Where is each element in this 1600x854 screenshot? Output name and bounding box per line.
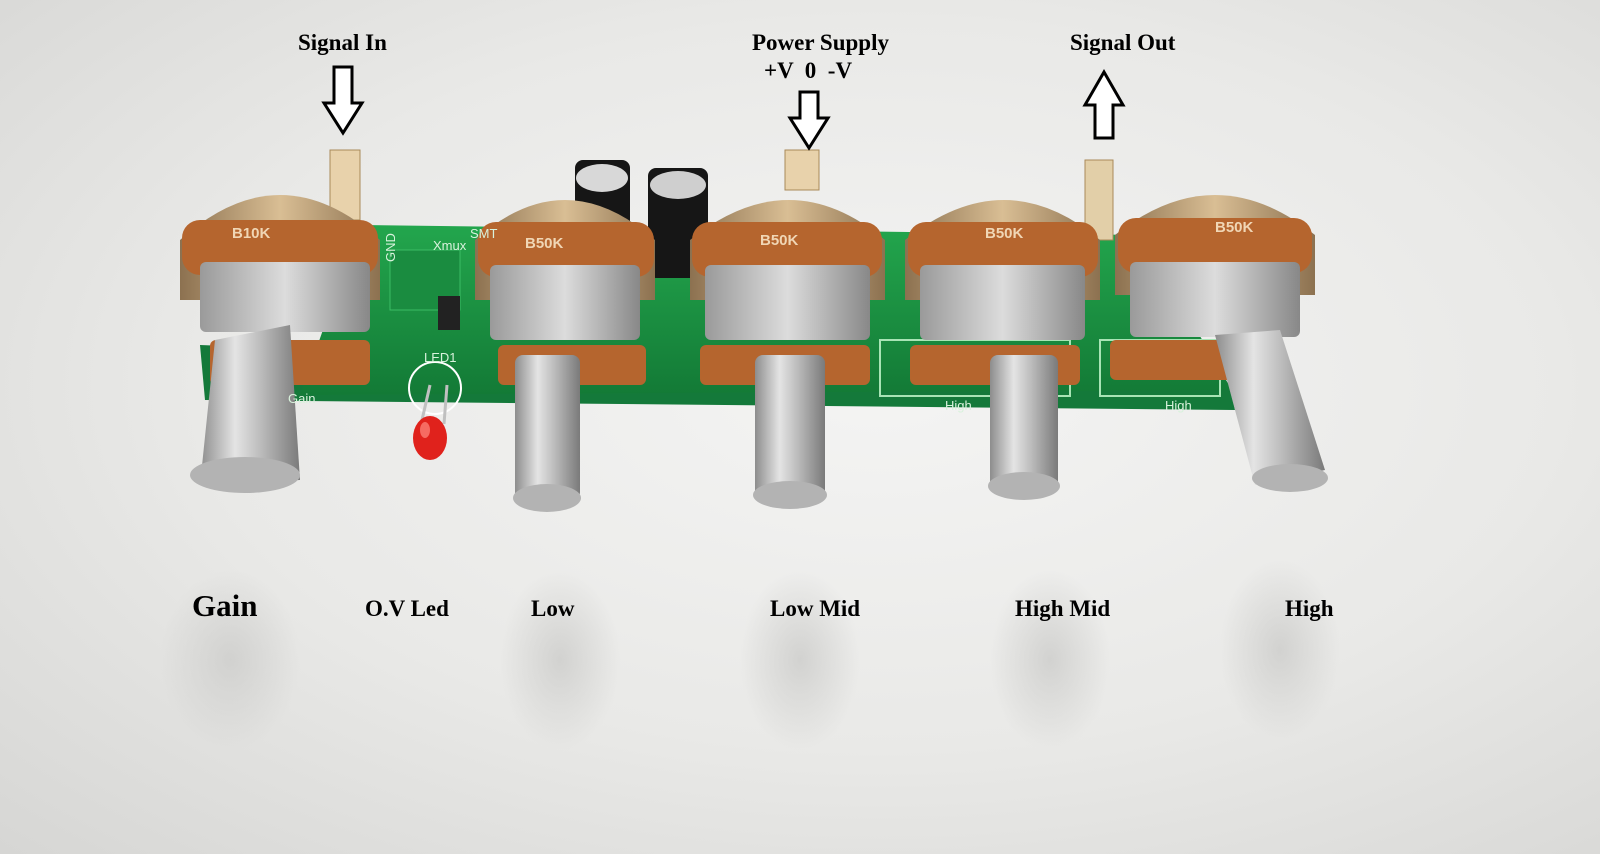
arrow-down-power-icon	[787, 90, 831, 151]
gain-label: Gain	[192, 588, 258, 623]
low-mid-label: Low Mid	[770, 596, 861, 621]
silk-gain: Gain	[288, 391, 315, 406]
connectors	[329, 149, 1114, 241]
silk-smt: SMT	[470, 226, 498, 241]
led-component	[408, 361, 462, 460]
pot-marking-gain: B10K	[232, 225, 271, 242]
arrow-up-signal-out-icon	[1082, 68, 1126, 140]
high-label: High	[1285, 596, 1334, 621]
pot-marking-low-mid: B50K	[760, 232, 799, 249]
pot-marking-high-mid: B50K	[985, 225, 1024, 242]
pot-marking-high: B50K	[1215, 219, 1254, 236]
ov-led-label: O.V Led	[365, 596, 449, 621]
silk-xmux: Xmux	[433, 238, 467, 253]
silk-high-2: High	[1165, 398, 1192, 413]
potentiometer-high	[1110, 195, 1328, 492]
potentiometer-low	[475, 200, 655, 512]
signal-out-label: Signal Out	[1070, 30, 1176, 55]
silk-gnd: GND	[383, 233, 398, 262]
potentiometer-low-mid	[690, 200, 885, 509]
potentiometer-gain	[180, 195, 380, 493]
shadows	[160, 560, 1340, 750]
high-mid-label: High Mid	[1015, 596, 1111, 621]
signal-in-label: Signal In	[298, 30, 387, 55]
arrow-down-signal-in-icon	[321, 65, 365, 136]
power-pins-label: +V 0 -V	[764, 58, 853, 83]
power-supply-label: Power Supply	[752, 30, 889, 55]
low-label: Low	[531, 596, 575, 621]
pot-marking-low: B50K	[525, 235, 564, 252]
silk-led1: LED1	[424, 350, 457, 365]
potentiometer-high-mid	[905, 200, 1100, 500]
silk-high-1: High	[945, 398, 972, 413]
